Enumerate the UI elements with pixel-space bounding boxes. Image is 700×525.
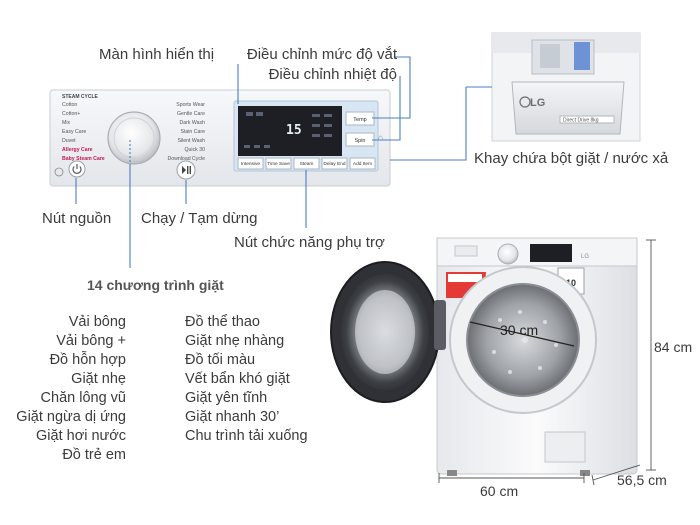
width-dimension-label: 60 cm — [480, 483, 519, 499]
program-item: Giặt ngừa dị ứng — [16, 409, 126, 425]
rinse-icon: ⌂ — [378, 133, 383, 142]
panel-right-program: Download Cycle — [168, 156, 206, 162]
program-item: Giặt yên tĩnh — [185, 390, 268, 406]
panel-right-program: Dark Wash — [180, 120, 206, 126]
svg-text:Temp: Temp — [353, 117, 366, 123]
height-dimension-label: 84 cm — [654, 339, 693, 355]
svg-text:Spin: Spin — [354, 138, 365, 144]
callout-lines — [75, 56, 492, 268]
program-item: Giặt nhẹ — [71, 371, 126, 387]
program-item: Đồ trẻ em — [62, 447, 126, 463]
program-item: Chu trình tải xuống — [185, 428, 308, 444]
detergent-drawer: LG Direct Drive 8kg — [491, 32, 641, 142]
svg-text:Steam: Steam — [300, 161, 314, 167]
programs-left-list: Vải bông Vải bông + Đồ hỗn hợp Giặt nhẹ … — [16, 313, 126, 465]
svg-text:Intensive: Intensive — [241, 161, 261, 167]
play-pause-icon — [182, 166, 191, 174]
panel-left-program: Duvet — [62, 138, 76, 144]
panel-left-program: Cotton+ — [62, 111, 80, 117]
option-button — [321, 157, 348, 170]
washing-machine: LG 10 — [330, 237, 638, 476]
panel-left-program: Mix — [62, 120, 70, 126]
panel-left-program: Baby Steam Care — [62, 156, 105, 162]
program-item: Giặt hơi nước — [36, 428, 126, 444]
svg-text:LG: LG — [581, 254, 589, 260]
depth-dimension-label: 56,5 cm — [617, 472, 667, 488]
drum-dimension-label: 30 cm — [500, 322, 539, 338]
soil-level-label: Điều chỉnh mức độ vắt — [246, 46, 397, 63]
panel-right-program: Stain Care — [180, 129, 205, 135]
program-item: Vải bông + — [56, 333, 126, 349]
program-item: Đồ tối màu — [185, 352, 256, 368]
panel-left-program: Allergy Care — [62, 147, 93, 153]
child-lock-icon — [54, 167, 64, 177]
detergent-tray-label: Khay chứa bột giặt / nước xả — [474, 150, 669, 167]
dimension-lines — [438, 239, 656, 486]
temperature-label: Điều chỉnh nhiệt độ — [268, 66, 397, 83]
program-item: Giặt nhanh 30’ — [185, 409, 280, 425]
program-item: Vải bông — [68, 314, 126, 330]
display-label: Màn hình hiển thị — [99, 46, 215, 63]
lg-logo: LG — [530, 97, 545, 109]
programs-right-list: Đồ thể thao Giặt nhẹ nhàng Đồ tối màu Vế… — [185, 313, 308, 446]
power-icon — [72, 164, 82, 174]
drum-diameter-line — [469, 321, 575, 347]
option-button — [293, 157, 320, 170]
program-item: Vết bẩn khó giặt — [185, 371, 290, 387]
option-button — [237, 157, 264, 170]
panel-right-program: Silent Wash — [178, 138, 206, 144]
panel-right-program: Sports Wear — [176, 102, 205, 108]
panel-right-program: Gentle Care — [177, 111, 205, 117]
panel-left-program: Cotton — [62, 102, 77, 108]
svg-text:Add Item: Add Item — [353, 161, 372, 167]
control-panel: STEAM CYCLE Cotton Cotton+ Mix Easy Care… — [49, 89, 391, 187]
program-item: Giặt nhẹ nhàng — [185, 333, 285, 349]
program-item: Đồ hỗn hợp — [49, 352, 126, 368]
panel-header-text: STEAM CYCLE — [62, 94, 99, 100]
program-item: Đồ thể thao — [185, 314, 260, 330]
svg-text:Delay End: Delay End — [323, 161, 345, 167]
aux-buttons-label: Nút chức năng phụ trợ — [234, 234, 385, 251]
programs-heading: 14 chương trình giặt — [87, 277, 224, 293]
display-digits: 15 — [286, 123, 302, 138]
program-knob — [107, 111, 161, 165]
panel-left-program: Easy Care — [62, 129, 86, 135]
power-button-label: Nút nguồn — [42, 210, 112, 227]
drawer-label: Direct Drive 8kg — [563, 118, 599, 124]
program-item: Chăn lông vũ — [40, 390, 126, 406]
option-button — [349, 157, 376, 170]
panel-right-program: Quick 30 — [185, 147, 206, 153]
svg-text:10: 10 — [566, 278, 576, 288]
start-pause-label: Chạy / Tạm dừng — [141, 210, 258, 227]
svg-text:Time Save: Time Save — [267, 161, 290, 167]
option-button — [265, 157, 292, 170]
